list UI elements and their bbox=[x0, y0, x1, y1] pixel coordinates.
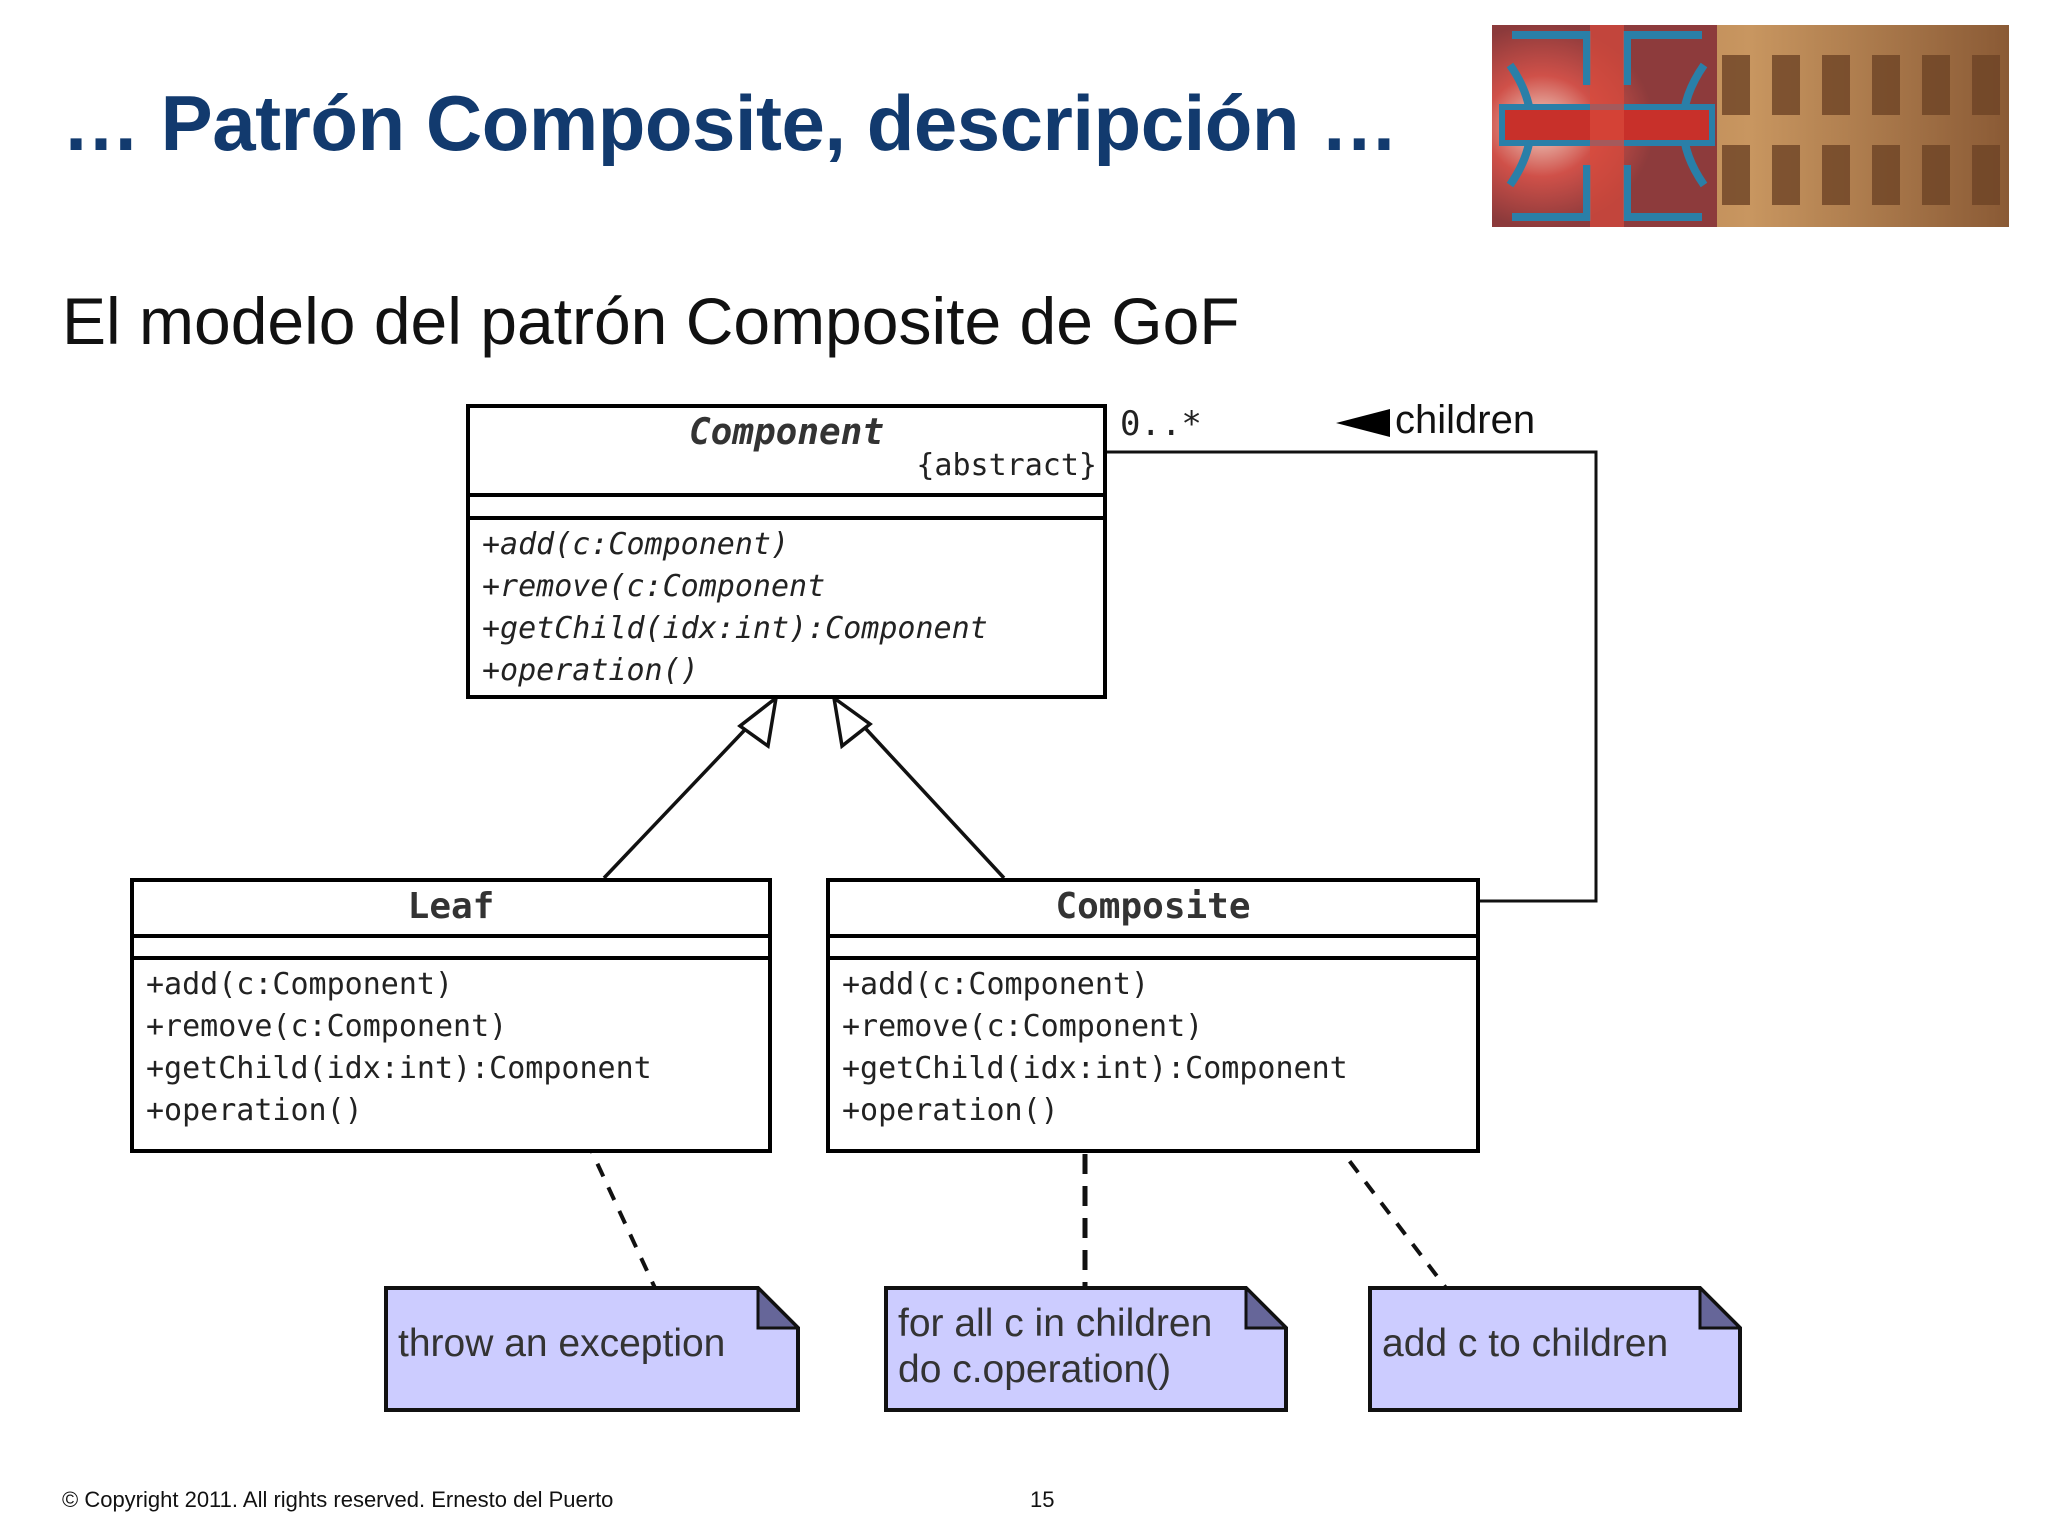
leaf-note-text: throw an exception bbox=[398, 1322, 726, 1365]
composite-op-getchild: +getChild(idx:int):Component bbox=[842, 1051, 1348, 1086]
association-role-children: children bbox=[1395, 398, 1536, 442]
composite-op-add: +add(c:Component) bbox=[842, 967, 1150, 1002]
composite-generalization-arrowhead bbox=[831, 694, 873, 750]
leaf-generalization-line bbox=[602, 714, 760, 880]
component-operations: +add(c:Component) +remove(c:Component +g… bbox=[470, 520, 1103, 692]
leaf-op-add: +add(c:Component) bbox=[146, 967, 454, 1002]
slide-subtitle: El modelo del patrón Composite de GoF bbox=[62, 284, 1240, 358]
composite-operation-note-line1: for all c in children bbox=[898, 1302, 1213, 1345]
composite-operations: +add(c:Component) +remove(c:Component) +… bbox=[830, 960, 1476, 1132]
children-direction-arrow bbox=[1336, 409, 1390, 437]
component-op-add: +add(c:Component) bbox=[482, 527, 790, 562]
leaf-op-getchild: +getChild(idx:int):Component bbox=[146, 1051, 652, 1086]
component-op-operation: +operation() bbox=[482, 653, 699, 688]
component-op-remove: +remove(c:Component bbox=[482, 569, 826, 604]
composite-operation-note: for all c in children do c.operation() bbox=[884, 1286, 1288, 1412]
composite-op-operation: +operation() bbox=[842, 1093, 1059, 1128]
composite-class: Composite +add(c:Component) +remove(c:Co… bbox=[826, 878, 1480, 1153]
component-attributes bbox=[470, 497, 1103, 520]
note-shape bbox=[384, 1286, 800, 1412]
composite-add-note-text: add c to children bbox=[1382, 1322, 1669, 1365]
footer-copyright: © Copyright 2011. All rights reserved. E… bbox=[62, 1487, 614, 1512]
leaf-op-operation: +operation() bbox=[146, 1093, 363, 1128]
note-shape bbox=[1368, 1286, 1742, 1412]
page-number: 15 bbox=[1030, 1487, 1055, 1512]
leaf-attributes bbox=[134, 938, 768, 960]
composite-class-name: Composite bbox=[1055, 886, 1251, 927]
slide-title: … Patrón Composite, descripción … bbox=[62, 79, 1398, 167]
leaf-op-remove: +remove(c:Component) bbox=[146, 1009, 508, 1044]
leaf-generalization-arrowhead bbox=[737, 693, 779, 750]
composite-attributes bbox=[830, 938, 1476, 960]
children-association-line bbox=[1105, 450, 1598, 903]
composite-generalization-line bbox=[852, 714, 1006, 880]
composite-add-note: add c to children bbox=[1368, 1286, 1742, 1412]
leaf-note: throw an exception bbox=[384, 1286, 800, 1412]
leaf-class-header: Leaf bbox=[134, 882, 768, 938]
composite-class-header: Composite bbox=[830, 882, 1476, 938]
leaf-operations: +add(c:Component) +remove(c:Component) +… bbox=[134, 960, 768, 1132]
leaf-class: Leaf +add(c:Component) +remove(c:Compone… bbox=[130, 878, 772, 1153]
note-shape bbox=[884, 1286, 1288, 1412]
component-abstract-stereotype: {abstract} bbox=[916, 448, 1097, 483]
association-multiplicity: 0..* bbox=[1120, 404, 1202, 444]
composite-op-remove: +remove(c:Component) bbox=[842, 1009, 1204, 1044]
component-class-header: Component {abstract} bbox=[470, 408, 1103, 497]
component-op-getchild: +getChild(idx:int):Component bbox=[482, 611, 988, 646]
leaf-class-name: Leaf bbox=[407, 886, 495, 927]
composite-operation-note-line2: do c.operation() bbox=[898, 1348, 1172, 1391]
component-class-name: Component bbox=[688, 412, 885, 453]
university-logo bbox=[1492, 25, 2009, 227]
component-class: Component {abstract} +add(c:Component) +… bbox=[466, 404, 1107, 699]
